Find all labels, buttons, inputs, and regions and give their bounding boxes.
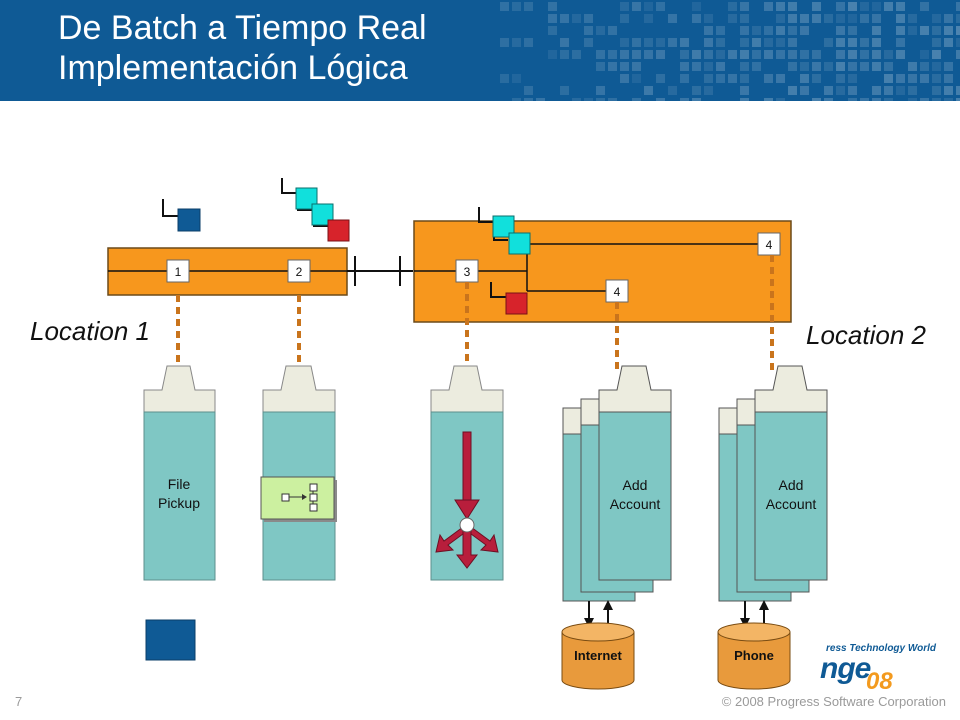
node-4-lower-label: 4 — [614, 285, 621, 299]
node-3: 3 — [455, 259, 479, 283]
database-internet-label: Internet — [574, 648, 622, 663]
logo-word: nge — [820, 652, 871, 685]
database-phone-icon: Phone — [717, 622, 791, 690]
message-stack-icon — [281, 178, 350, 242]
container-stack-add-account-internet: Add Account — [562, 365, 672, 602]
database-phone-label: Phone — [734, 648, 774, 663]
node-4-lower: 4 — [605, 279, 629, 303]
logo-tagline: ress Technology World — [826, 643, 937, 654]
node-1: 1 — [166, 259, 190, 283]
add-account-a-label-2: Account — [610, 496, 661, 512]
node-2-label: 2 — [296, 265, 303, 279]
file-pickup-label-1: File — [168, 476, 191, 492]
message-pair-icon — [478, 207, 531, 255]
page-number: 7 — [15, 694, 23, 709]
node-1-label: 1 — [175, 265, 182, 279]
database-internet-icon: Internet — [561, 622, 635, 690]
file-pickup-label-2: Pickup — [158, 495, 200, 511]
container-transform — [260, 365, 337, 581]
location-1-label: Location 1 — [30, 316, 150, 346]
node-4-upper-label: 4 — [766, 238, 773, 252]
dashed-connectors — [176, 255, 774, 370]
add-account-b-label-2: Account — [766, 496, 817, 512]
bus-bridge — [347, 256, 413, 286]
location-2-label: Location 2 — [806, 320, 926, 350]
header-tile-pattern — [500, 2, 960, 101]
container-stack-add-account-phone: Add Account — [718, 365, 828, 602]
node-2: 2 — [287, 259, 311, 283]
blue-square-icon — [145, 619, 196, 661]
message-blue-icon — [162, 199, 201, 232]
container-file-pickup: File Pickup — [143, 365, 216, 581]
logo-number: 08 — [866, 668, 893, 695]
transform-icon — [260, 476, 337, 522]
message-red-icon — [490, 282, 528, 315]
node-4-upper: 4 — [757, 232, 781, 256]
add-account-b-label-1: Add — [779, 477, 804, 493]
slide-title-line-1: De Batch a Tiempo Real — [58, 9, 427, 47]
router-icon — [435, 431, 499, 569]
container-router — [430, 365, 504, 581]
node-3-label: 3 — [464, 265, 471, 279]
copyright-text: © 2008 Progress Software Corporation — [721, 694, 946, 709]
add-account-a-label-1: Add — [623, 477, 648, 493]
slide-header: De Batch a Tiempo Real Implementación Ló… — [0, 0, 960, 101]
slide-title-line-2: Implementación Lógica — [58, 49, 408, 87]
